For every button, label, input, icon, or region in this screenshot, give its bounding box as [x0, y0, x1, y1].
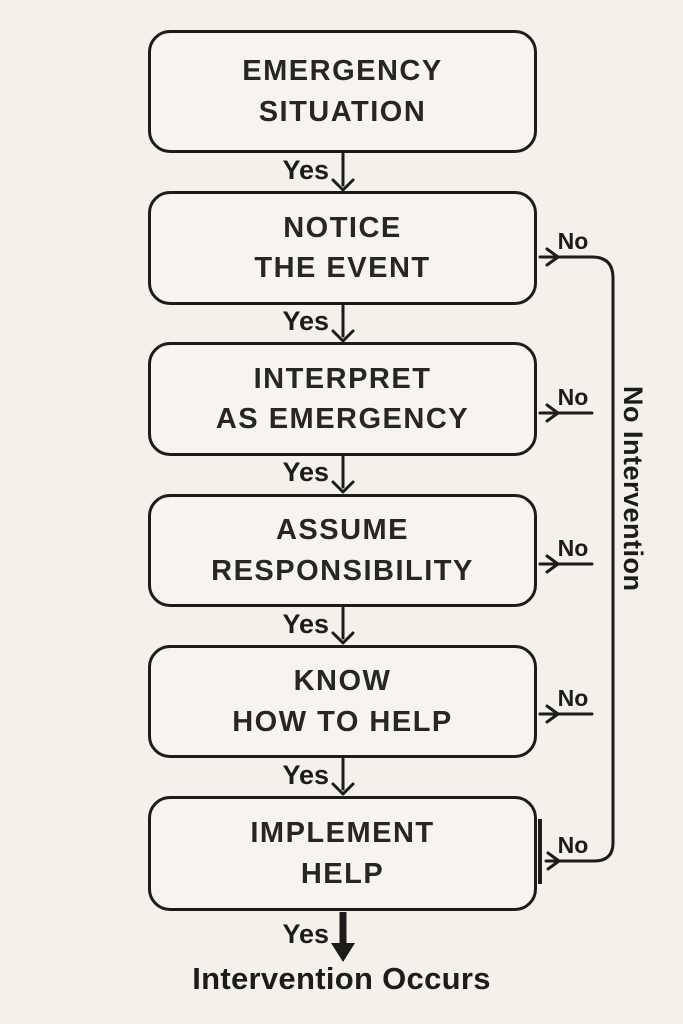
node-assume-responsibility: ASSUME RESPONSIBILITY: [148, 494, 537, 607]
arrow-right-icon: [545, 704, 560, 724]
yes-label-2: Yes: [282, 306, 329, 336]
arrow-down-icon: [331, 178, 355, 192]
node-label-line: IMPLEMENT: [250, 817, 435, 850]
no-intervention-label: No Intervention: [618, 386, 648, 592]
arrow-down-icon: [331, 480, 355, 494]
node-implement-help: IMPLEMENT HELP: [148, 796, 537, 911]
arrow-right-icon: [545, 247, 560, 267]
node-label-line: RESPONSIBILITY: [211, 554, 474, 587]
yes-label-final: Yes: [282, 919, 329, 949]
no-intervention-rail: [538, 255, 615, 863]
intervention-occurs-label: Intervention Occurs: [192, 961, 491, 996]
node-label-line: KNOW: [293, 665, 392, 698]
no-label-assume: No: [557, 535, 589, 561]
arrow-right-icon: [545, 403, 560, 423]
node-know-how-to-help: KNOW HOW TO HELP: [148, 645, 537, 758]
node-label-line: SITUATION: [258, 95, 427, 128]
yes-label-5: Yes: [282, 760, 329, 790]
node-label-line: ASSUME: [275, 514, 410, 547]
node-emergency-situation: EMERGENCY SITUATION: [148, 30, 537, 153]
yes-label-3: Yes: [282, 457, 329, 487]
node-label-line: HELP: [300, 857, 385, 890]
arrow-down-icon: [331, 631, 355, 645]
node-label-line: EMERGENCY: [242, 55, 443, 88]
node-label-line: AS EMERGENCY: [215, 403, 470, 435]
node-label-line: NOTICE: [283, 211, 402, 244]
no-label-interpret: No: [557, 384, 589, 410]
arrow-down-icon: [331, 782, 355, 796]
yes-label-4: Yes: [282, 609, 329, 639]
no-label-notice: No: [557, 228, 589, 254]
yes-label-1: Yes: [282, 155, 329, 185]
node-label-line: HOW TO HELP: [232, 705, 453, 738]
node-notice-the-event: NOTICE THE EVENT: [148, 191, 537, 305]
arrow-down-icon: [331, 329, 355, 343]
node-label-line: THE EVENT: [254, 252, 431, 284]
arrow-right-icon: [545, 554, 560, 574]
node-interpret-as-emergency: INTERPRET AS EMERGENCY: [148, 342, 537, 456]
arrow-right-icon: [546, 851, 561, 871]
no-label-implement: No: [557, 832, 589, 858]
arrow-down-solid-icon: [331, 943, 355, 962]
no-label-know: No: [557, 685, 589, 711]
node-label-line: INTERPRET: [253, 362, 432, 395]
